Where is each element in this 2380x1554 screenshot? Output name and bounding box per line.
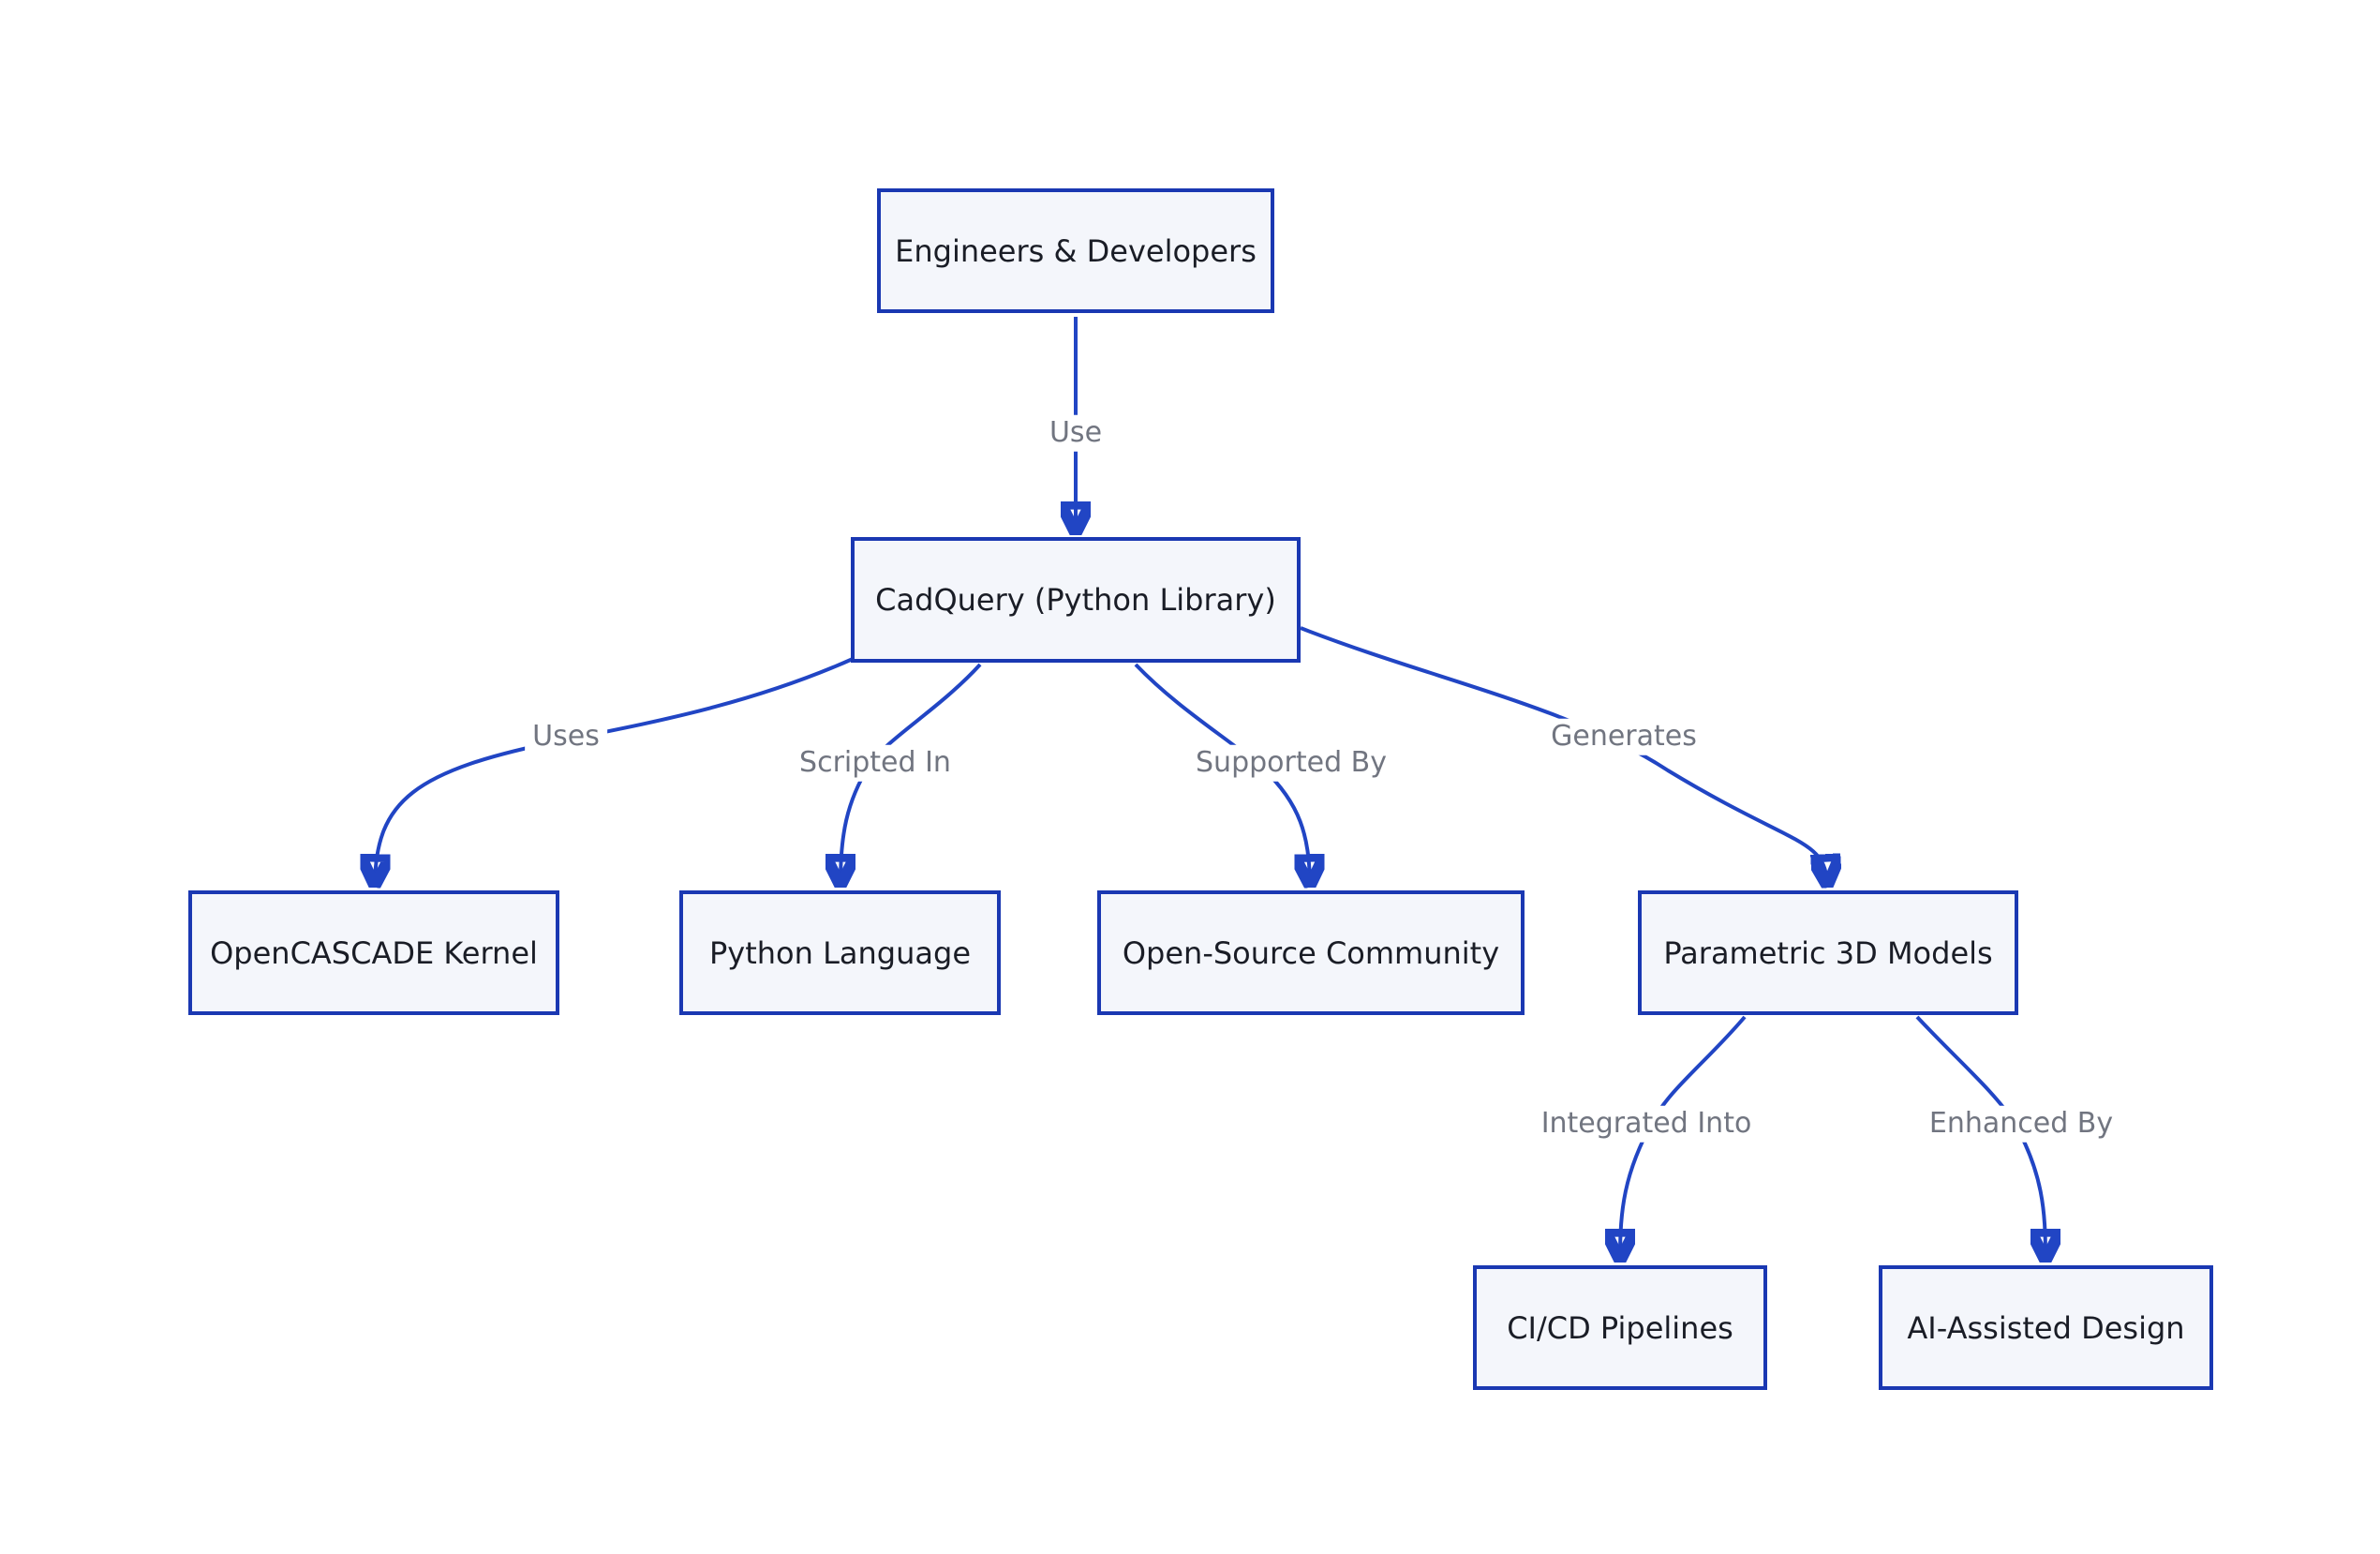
node-ai-assisted-design: AI-Assisted Design (1879, 1265, 2213, 1390)
edge-cadquery-models (1300, 626, 1827, 883)
edge-label-generates: Generates (1543, 718, 1704, 755)
edge-label-use: Use (1041, 414, 1110, 452)
edge-label-integrated-into: Integrated Into (1533, 1105, 1760, 1143)
node-opencascade-kernel: OpenCASCADE Kernel (188, 890, 559, 1015)
node-parametric-3d-models: Parametric 3D Models (1638, 890, 2018, 1015)
edge-cadquery-opencascade (375, 657, 854, 883)
node-cadquery-python-library: CadQuery (Python Library) (851, 537, 1301, 663)
node-engineers-developers: Engineers & Developers (877, 188, 1274, 313)
edge-label-enhanced-by: Enhanced By (1921, 1105, 2121, 1143)
node-python-language: Python Language (679, 890, 1001, 1015)
edge-label-supported-by: Supported By (1188, 744, 1394, 782)
node-cicd-pipelines: CI/CD Pipelines (1473, 1265, 1767, 1390)
edge-label-uses: Uses (525, 718, 607, 755)
node-open-source-community: Open-Source Community (1097, 890, 1525, 1015)
edge-label-scripted-in: Scripted In (792, 744, 959, 782)
